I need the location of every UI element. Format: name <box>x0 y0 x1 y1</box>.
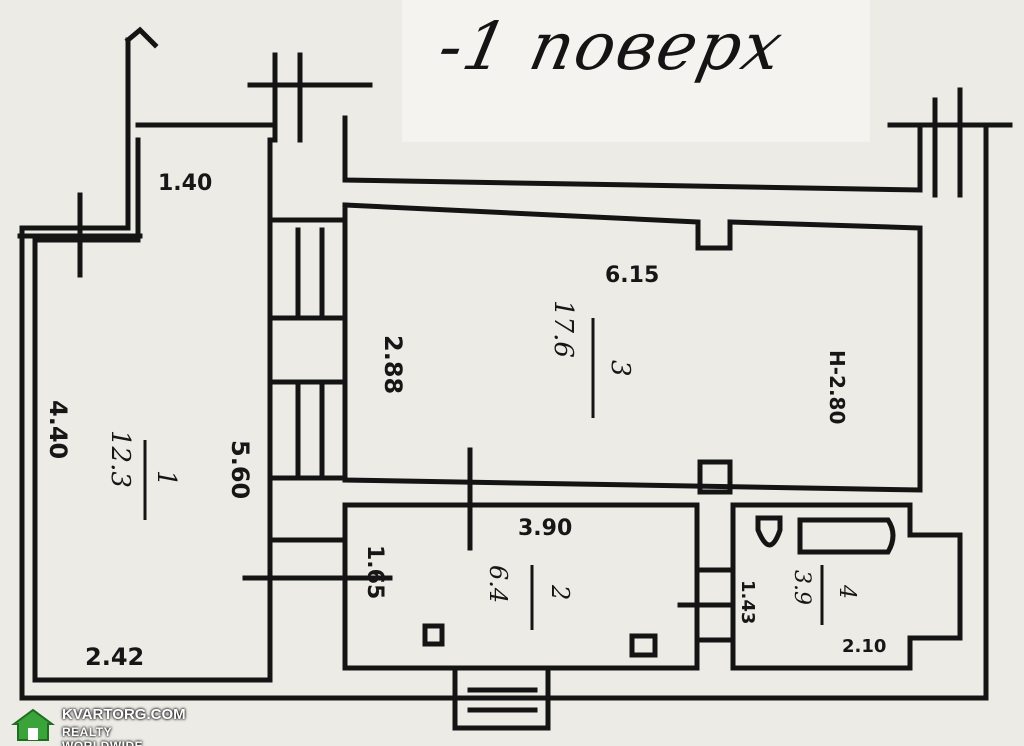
watermark-tagline: REALTY WORLDWIDE <box>62 725 144 746</box>
room1-height-label: 4.40 <box>44 400 72 459</box>
room3-width-label: 6.15 <box>605 263 659 288</box>
room1-width-label: 2.42 <box>85 643 144 671</box>
room4-area: 3.9 4 <box>789 565 859 625</box>
watermark-logo: KVARTORG.COM REALTY WORLDWIDE <box>8 704 186 746</box>
vent-stack-left <box>247 52 373 143</box>
room2-area-value: 6.4 <box>484 565 512 603</box>
kitchen-depth-label: 1.65 <box>362 545 387 599</box>
entry-steps <box>452 667 551 731</box>
balcony-inner <box>32 137 141 243</box>
door-post <box>697 459 733 495</box>
room3-area-value: 17.6 <box>548 300 578 358</box>
room4-number: 4 <box>834 584 859 599</box>
room4-area-value: 3.9 <box>789 570 814 605</box>
room1-number: 1 <box>151 470 181 487</box>
top-wall <box>342 115 923 193</box>
room1-area: 12.3 1 <box>105 430 181 520</box>
kitchen-width-label: 3.90 <box>518 516 572 541</box>
toilet <box>755 515 783 548</box>
vent-stack-right <box>887 87 1013 198</box>
kitchen-stove <box>422 623 658 658</box>
room3-number: 3 <box>605 360 635 377</box>
room3-depth-label: 2.88 <box>379 335 407 394</box>
watermark-name: KVARTORG.COM <box>62 706 186 723</box>
room2-area: 6.4 2 <box>484 565 574 630</box>
bathtub <box>797 517 896 555</box>
balcony-width-label: 1.40 <box>158 171 212 196</box>
room1-area-value: 12.3 <box>105 430 135 488</box>
hallway-walls <box>677 567 733 643</box>
room3-walls <box>342 202 923 493</box>
left-ticks-upper <box>17 192 143 278</box>
room1-length-label: 5.60 <box>226 440 254 499</box>
balcony-wall <box>19 37 131 231</box>
corridor-left <box>272 217 348 543</box>
bath-depth-label: 1.43 <box>737 580 758 624</box>
bath-width-label: 2.10 <box>842 636 886 657</box>
room3-area: 17.6 3 <box>548 300 635 418</box>
title-paper-patch <box>402 0 870 142</box>
kitchen-walls <box>342 502 700 671</box>
ceiling-height-label: H-2.80 <box>825 350 849 424</box>
bath-walls <box>730 502 963 671</box>
corridor-stairs <box>295 227 325 478</box>
outer-wall <box>19 122 989 701</box>
balcony-arrow <box>124 26 159 49</box>
room1-outer-wall <box>32 137 273 683</box>
room2-number: 2 <box>546 584 574 600</box>
house-icon <box>10 708 56 741</box>
